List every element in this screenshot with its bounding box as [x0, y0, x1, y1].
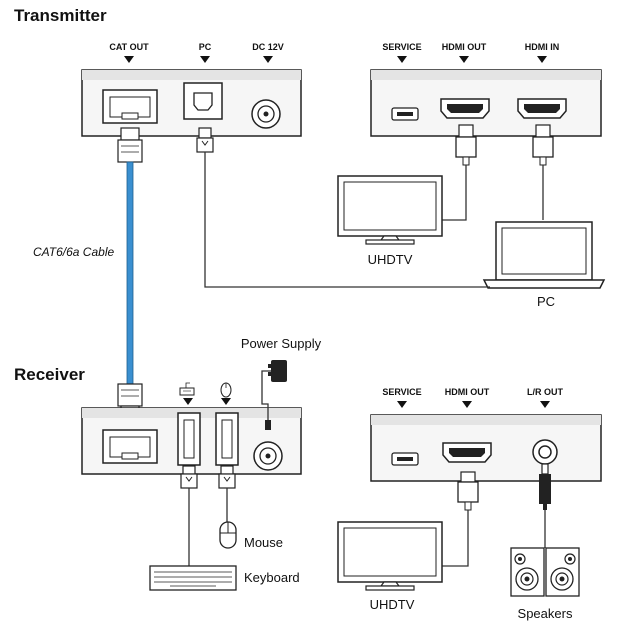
- keyboard-device-icon: [149, 565, 237, 591]
- laptop-pc-icon: [482, 221, 606, 289]
- speakers-label: Speakers: [518, 606, 573, 621]
- usb-cable: [204, 152, 490, 288]
- audio-jack-icon: [532, 439, 558, 465]
- port-label-hdmi-out: HDMI OUT: [442, 42, 487, 52]
- micro-usb-port-icon: [391, 452, 419, 466]
- port-label-cat-out: CAT OUT: [109, 42, 149, 52]
- receiver-title: Receiver: [14, 365, 85, 384]
- usb-plug-icon: [180, 465, 198, 489]
- arrow-down-icon: [263, 56, 273, 63]
- keyboard-icon: [179, 382, 195, 396]
- arrow-down-icon: [397, 56, 407, 63]
- port-label-hdmi-in: HDMI IN: [525, 42, 560, 52]
- transmitter-unit: [81, 69, 302, 137]
- keyboard-label: Keyboard: [244, 570, 300, 585]
- dc-jack-icon: [253, 441, 283, 471]
- arrow-down-icon: [397, 401, 407, 408]
- port-label-dc12v: DC 12V: [252, 42, 284, 52]
- rj45-plug-icon: [117, 127, 143, 163]
- receiver-tv-label: UHDTV: [370, 597, 415, 612]
- mouse-icon: [220, 382, 232, 398]
- port-label-service: SERVICE: [382, 387, 421, 397]
- hdmi-in-port-icon: [517, 98, 567, 119]
- mouse-label: Mouse: [244, 535, 283, 550]
- hdmi-cable: [440, 165, 467, 221]
- uhdtv-monitor-icon: [337, 521, 443, 591]
- arrow-down-icon: [459, 56, 469, 63]
- usb-plug-icon: [196, 127, 214, 153]
- usb-a-port-keyboard-icon: [177, 412, 201, 466]
- power-cable: [261, 370, 271, 428]
- transmitter-hdmi-panel: [370, 69, 602, 137]
- transmitter-title: Transmitter: [14, 6, 107, 25]
- receiver-hdmi-panel: [370, 414, 602, 482]
- port-label-pc: PC: [199, 42, 212, 52]
- port-label-service: SERVICE: [382, 42, 421, 52]
- arrow-down-icon: [183, 398, 193, 405]
- rj45-port-icon: [102, 89, 158, 124]
- arrow-down-icon: [462, 401, 472, 408]
- usb-plug-icon: [218, 465, 236, 489]
- port-label-hdmi-out: HDMI OUT: [445, 387, 490, 397]
- hdmi-plug-icon: [455, 124, 477, 166]
- arrow-down-icon: [221, 398, 231, 405]
- cat-cable: [126, 161, 134, 385]
- dc-jack-icon: [251, 99, 281, 129]
- pc-label: PC: [537, 294, 555, 309]
- usb-b-port-icon: [183, 82, 223, 120]
- hdmi-cable: [442, 510, 469, 567]
- receiver-unit: [81, 407, 302, 475]
- cable-label: CAT6/6a Cable: [33, 245, 114, 259]
- dc-plug-icon: [265, 420, 271, 430]
- power-supply-label: Power Supply: [241, 336, 322, 351]
- uhdtv-monitor-icon: [337, 175, 443, 245]
- micro-usb-port-icon: [391, 107, 419, 121]
- hdmi-plug-icon: [457, 471, 479, 511]
- arrow-down-icon: [537, 56, 547, 63]
- rj45-port-icon: [102, 429, 158, 464]
- arrow-down-icon: [540, 401, 550, 408]
- hdmi-out-port-icon: [440, 98, 490, 119]
- arrow-down-icon: [124, 56, 134, 63]
- audio-plug-icon: [539, 463, 551, 510]
- arrow-down-icon: [200, 56, 210, 63]
- hdmi-out-port-icon: [442, 442, 492, 463]
- hdmi-plug-icon: [532, 124, 554, 166]
- speakers-icon: [510, 547, 580, 597]
- usb-a-port-mouse-icon: [215, 412, 239, 466]
- port-label-lr-out: L/R OUT: [527, 387, 563, 397]
- transmitter-tv-label: UHDTV: [368, 252, 413, 267]
- mouse-device-icon: [219, 521, 237, 549]
- power-adapter-icon: [268, 360, 287, 382]
